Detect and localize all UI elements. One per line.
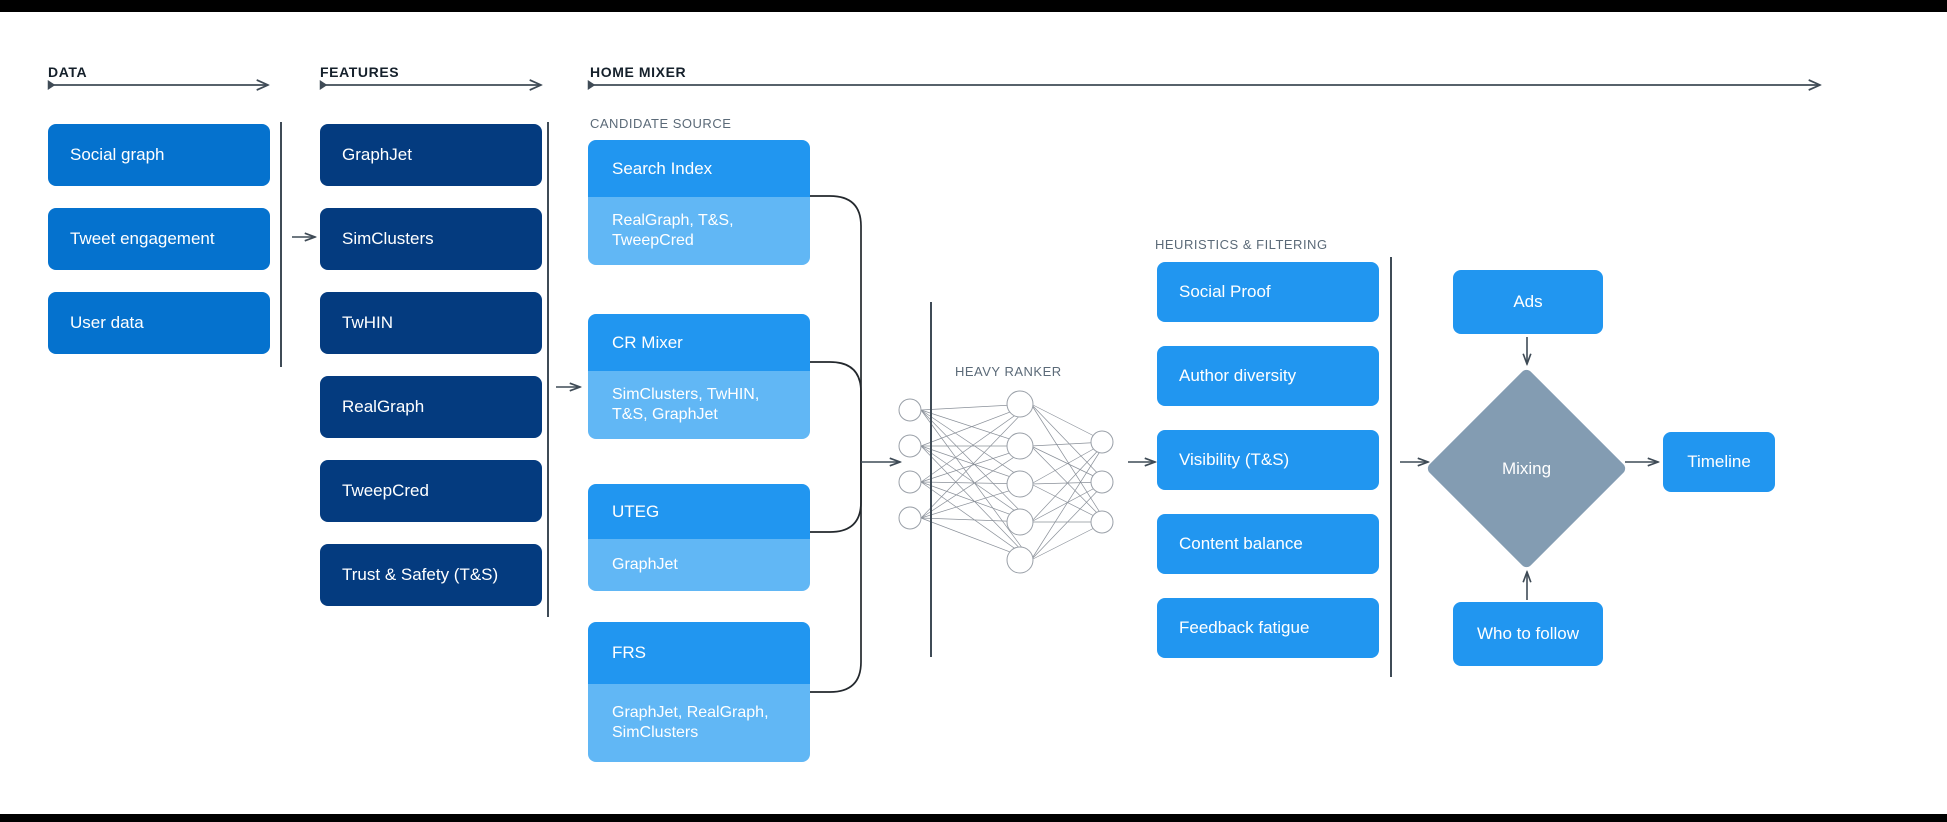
divider-candidates-heavy-ranker (930, 302, 932, 657)
letterbox-top (0, 0, 1947, 12)
candidate-source-features: SimClusters, TwHIN,T&S, GraphJet (588, 371, 810, 439)
heuristic-box-label: Social Proof (1179, 282, 1271, 302)
feature-box-label: TweepCred (342, 481, 429, 501)
nn-hidden-node (1006, 390, 1034, 418)
candidate-source-card-uteg[interactable]: UTEG GraphJet (588, 484, 810, 591)
nn-hidden-node (1006, 470, 1034, 498)
nn-hidden-node (1006, 546, 1034, 574)
nn-input-node (898, 398, 922, 422)
subsection-title-heavy-ranker: HEAVY RANKER (955, 364, 1062, 379)
divider-features-home-mixer (547, 122, 549, 617)
nn-input-node (898, 470, 922, 494)
nn-hidden-node (1006, 508, 1034, 536)
nn-input-node (898, 506, 922, 530)
data-box-label: Social graph (70, 145, 165, 165)
feature-box-label: GraphJet (342, 145, 412, 165)
heavy-ranker-network (920, 403, 1107, 561)
feature-box-trust-and-safety[interactable]: Trust & Safety (T&S) (320, 544, 542, 606)
mixing-input-who-to-follow[interactable]: Who to follow (1453, 602, 1603, 666)
heuristic-box-author-diversity[interactable]: Author diversity (1157, 346, 1379, 406)
heuristic-box-label: Feedback fatigue (1179, 618, 1310, 638)
feature-box-tweepcred[interactable]: TweepCred (320, 460, 542, 522)
section-title-features: FEATURES (320, 64, 400, 80)
heuristic-box-content-balance[interactable]: Content balance (1157, 514, 1379, 574)
nn-output-node (1090, 510, 1114, 534)
heuristic-box-feedback-fatigue[interactable]: Feedback fatigue (1157, 598, 1379, 658)
divider-heuristics-mixing (1390, 257, 1392, 677)
mixing-output-timeline[interactable]: Timeline (1663, 432, 1775, 492)
subsection-title-heuristics: HEURISTICS & FILTERING (1155, 237, 1328, 252)
candidate-source-card-cr-mixer[interactable]: CR Mixer SimClusters, TwHIN,T&S, GraphJe… (588, 314, 810, 439)
heuristic-box-social-proof[interactable]: Social Proof (1157, 262, 1379, 322)
data-box-user-data[interactable]: User data (48, 292, 270, 354)
feature-box-realgraph[interactable]: RealGraph (320, 376, 542, 438)
mixing-diamond-label: Mixing (1501, 458, 1552, 478)
header-arrows-layer (0, 12, 1947, 693)
feature-box-label: Trust & Safety (T&S) (342, 565, 499, 585)
divider-data-features (280, 122, 282, 367)
mixing-input-label: Who to follow (1476, 624, 1580, 644)
feature-box-label: TwHIN (342, 313, 393, 333)
candidate-source-features: GraphJet (588, 539, 810, 591)
feature-box-simclusters[interactable]: SimClusters (320, 208, 542, 270)
connector-candidates-to-heavy-ranker (810, 195, 862, 693)
nn-hidden-node (1006, 432, 1034, 460)
mixing-input-ads[interactable]: Ads (1453, 270, 1603, 334)
feature-box-twhin[interactable]: TwHIN (320, 292, 542, 354)
nn-input-node (898, 434, 922, 458)
candidate-source-card-search-index[interactable]: Search Index RealGraph, T&S,TweepCred (588, 140, 810, 265)
candidate-source-name: Search Index (588, 140, 810, 197)
feature-box-label: RealGraph (342, 397, 425, 417)
diagram-canvas: DATA FEATURES HOME MIXER CANDIDATE SOURC… (0, 12, 1947, 814)
heuristic-box-visibility[interactable]: Visibility (T&S) (1157, 430, 1379, 490)
candidate-source-features: RealGraph, T&S,TweepCred (588, 197, 810, 265)
section-title-data: DATA (48, 64, 88, 80)
nn-output-node (1090, 430, 1114, 454)
candidate-source-name: CR Mixer (588, 314, 810, 371)
heuristic-box-label: Author diversity (1179, 366, 1297, 386)
data-box-tweet-engagement[interactable]: Tweet engagement (48, 208, 270, 270)
data-box-social-graph[interactable]: Social graph (48, 124, 270, 186)
candidate-source-features: GraphJet, RealGraph,SimClusters (588, 684, 810, 762)
mixing-output-label: Timeline (1687, 452, 1751, 472)
nn-output-node (1090, 470, 1114, 494)
feature-box-label: SimClusters (342, 229, 434, 249)
section-title-home-mixer: HOME MIXER (590, 64, 687, 80)
data-box-label: Tweet engagement (70, 229, 215, 249)
candidate-source-card-frs[interactable]: FRS GraphJet, RealGraph,SimClusters (588, 622, 810, 762)
candidate-source-name: UTEG (588, 484, 810, 539)
heuristic-box-label: Visibility (T&S) (1179, 450, 1290, 470)
mixing-input-label: Ads (1513, 292, 1543, 312)
candidate-source-name: FRS (588, 622, 810, 684)
subsection-title-candidate-source: CANDIDATE SOURCE (590, 116, 732, 131)
data-box-label: User data (70, 313, 144, 333)
feature-box-graphjet[interactable]: GraphJet (320, 124, 542, 186)
letterbox-bottom (0, 814, 1947, 822)
heuristic-box-label: Content balance (1179, 534, 1303, 554)
